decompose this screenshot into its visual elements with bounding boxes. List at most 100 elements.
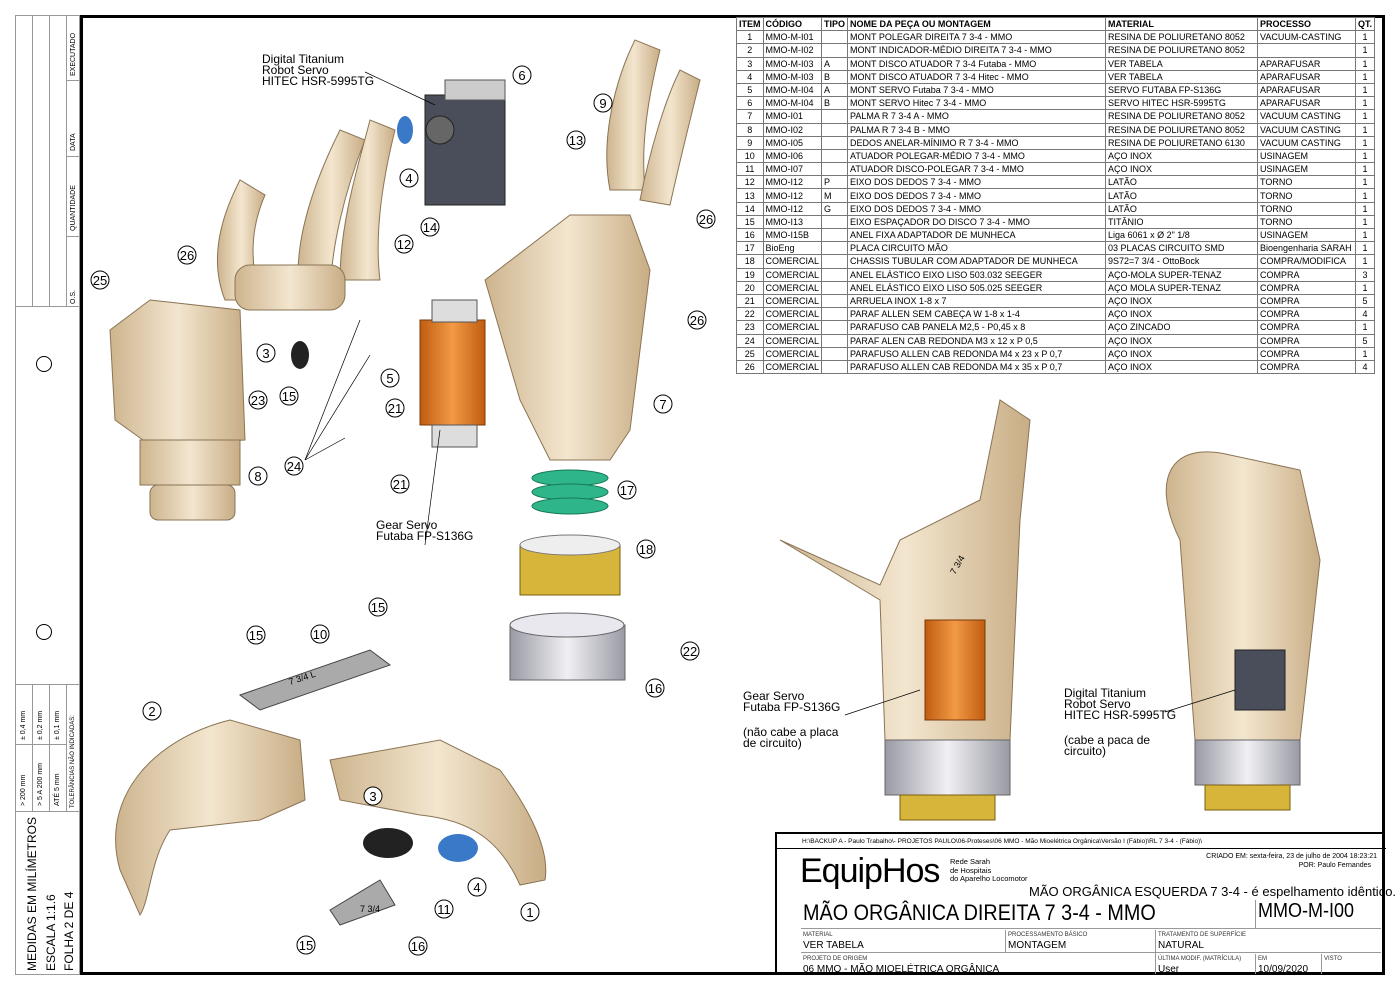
bom-cell: AÇO MOLA SUPER-TENAZ — [1105, 280, 1259, 295]
drawing-frame — [80, 15, 1385, 975]
balloon-15: 15 — [368, 597, 388, 617]
bom-cell: 17 — [736, 241, 764, 256]
material-value: VER TABELA — [803, 940, 864, 951]
bom-cell: 1 — [1355, 43, 1376, 58]
bom-cell: COMPRA — [1257, 333, 1357, 348]
bom-cell: 18 — [736, 254, 764, 269]
callout-hitec: Digital Titanium Robot Servo HITEC HSR-5… — [262, 52, 375, 88]
bom-cell: ATUADOR POLEGAR-MÉDIO 7 3-4 - MMO — [847, 148, 1107, 164]
bom-cell: MMO-I15B — [762, 227, 823, 243]
balloon-label: 26 — [180, 248, 194, 263]
bom-cell: VACUUM-CASTING — [1257, 30, 1357, 45]
actuator-10: 7 3/4 L — [238, 649, 392, 711]
bom-cell: COMERCIAL — [762, 267, 823, 282]
balloon-1: 1 — [520, 902, 540, 922]
balloon-label: 9 — [599, 96, 606, 111]
bom-cell: RESINA DE POLIURETANO 8052 — [1105, 109, 1259, 124]
bom-cell: 1 — [1355, 254, 1376, 269]
bom-header: QT. — [1355, 16, 1376, 32]
palm-8 — [109, 299, 246, 521]
bom-cell — [821, 227, 849, 243]
bom-cell: 4 — [1355, 307, 1376, 322]
file-path: H:\BACKUP A - Paulo Trabalho\- PROJETOS … — [802, 838, 1203, 845]
chassis-18 — [519, 534, 621, 596]
balloon-label: 21 — [388, 401, 402, 416]
balloon-label: 24 — [287, 459, 301, 474]
actuator-11: 7 3/4 — [329, 879, 396, 926]
bom-cell: MMO-I06 — [762, 148, 823, 164]
bom-cell — [821, 307, 849, 322]
bom-cell: MMO-I12 — [762, 175, 823, 190]
bom-cell: AÇO INOX — [1105, 333, 1259, 348]
balloon-15: 15 — [279, 386, 299, 406]
bom-cell: 16 — [736, 227, 764, 243]
bom-cell: 4 — [1355, 359, 1376, 375]
bom-cell: SERVO FUTABA FP-S136G — [1105, 82, 1259, 98]
bom-cell: MONT INDICADOR-MÉDIO DIREITA 7 3-4 - MMO — [847, 43, 1107, 58]
bom-cell — [821, 148, 849, 164]
engraving-11: 7 3/4 — [360, 904, 380, 914]
bom-cell: ANEL FIXA ADAPTADOR DE MUNHECA — [847, 227, 1107, 243]
bom-cell: AÇO INOX — [1105, 162, 1259, 177]
bom-cell: 1 — [1355, 188, 1376, 203]
bom-cell: MMO-I12 — [762, 201, 823, 216]
bom-cell: ANEL ELÁSTICO EIXO LISO 503.032 SEEGER — [847, 267, 1107, 282]
revision-strip: O.S. QUANTIDADE DATA EXECUTADO > 200 mm … — [15, 15, 80, 975]
balloon-10: 10 — [310, 624, 330, 644]
balloon-label: 3 — [262, 346, 269, 361]
balloon-label: 12 — [397, 237, 411, 252]
bom-cell: 4 — [736, 69, 764, 84]
balloon-label: 11 — [437, 902, 451, 917]
bom-cell: 11 — [736, 162, 764, 177]
balloon-13: 13 — [566, 130, 586, 150]
bom-cell: A — [821, 56, 849, 71]
bom-cell: 1 — [1355, 109, 1376, 124]
bom-cell — [821, 293, 849, 309]
drawing-title: MÃO ORGÂNICA DIREITA 7 3-4 - MMO — [803, 900, 1156, 925]
bom-cell: BioEng — [762, 241, 823, 256]
bom-cell: TITÂNIO — [1105, 214, 1259, 230]
bom-cell: COMERCIAL — [762, 254, 823, 269]
bom-cell: COMPRA — [1257, 359, 1357, 375]
balloon-label: 1 — [526, 905, 533, 920]
material-label: MATERIAL — [803, 932, 833, 938]
bom-cell: 1 — [1355, 214, 1376, 230]
bom-cell: LATÃO — [1105, 175, 1259, 190]
bom-cell: 1 — [1355, 135, 1376, 150]
bom-cell: MMO-I05 — [762, 135, 823, 150]
balloon-23: 23 — [248, 390, 268, 410]
title-block: H:\BACKUP A - Paulo Trabalho\- PROJETOS … — [775, 832, 1396, 975]
assembled-view-hitec — [1165, 451, 1321, 811]
punch-hole — [36, 356, 52, 372]
balloon-15: 15 — [246, 625, 266, 645]
bom-cell — [1257, 43, 1357, 58]
balloon-label: 21 — [393, 477, 407, 492]
bom-cell: ANEL ELÁSTICO EIXO LISO 505.025 SEEGER — [847, 280, 1107, 295]
bom-cell: TORNO — [1257, 188, 1357, 203]
balloon-label: 16 — [411, 939, 425, 954]
bom-cell — [821, 241, 849, 256]
balloon-25: 25 — [90, 270, 110, 290]
origin-value: 06 MMO - MÃO MIOELÉTRICA ORGÂNICA — [803, 964, 1000, 975]
bom-cell: TORNO — [1257, 201, 1357, 216]
balloon-26: 26 — [696, 209, 716, 229]
bom-cell: 25 — [736, 346, 764, 361]
balloon-label: 6 — [518, 68, 525, 83]
bom-cell: AÇO INOX — [1105, 346, 1259, 361]
modified-label: ÚLTIMA MODIF. (MATRÍCULA) — [1158, 956, 1242, 962]
bom-cell: 13 — [736, 188, 764, 203]
balloon-6: 6 — [512, 65, 532, 85]
bom-cell: PARAFUSO CAB PANELA M2,5 - P0,45 x 8 — [847, 320, 1107, 335]
punch-hole — [36, 624, 52, 640]
callout-futaba-note: (não cabe a placa de circuito) — [743, 725, 839, 750]
balloon-label: 13 — [569, 133, 583, 148]
